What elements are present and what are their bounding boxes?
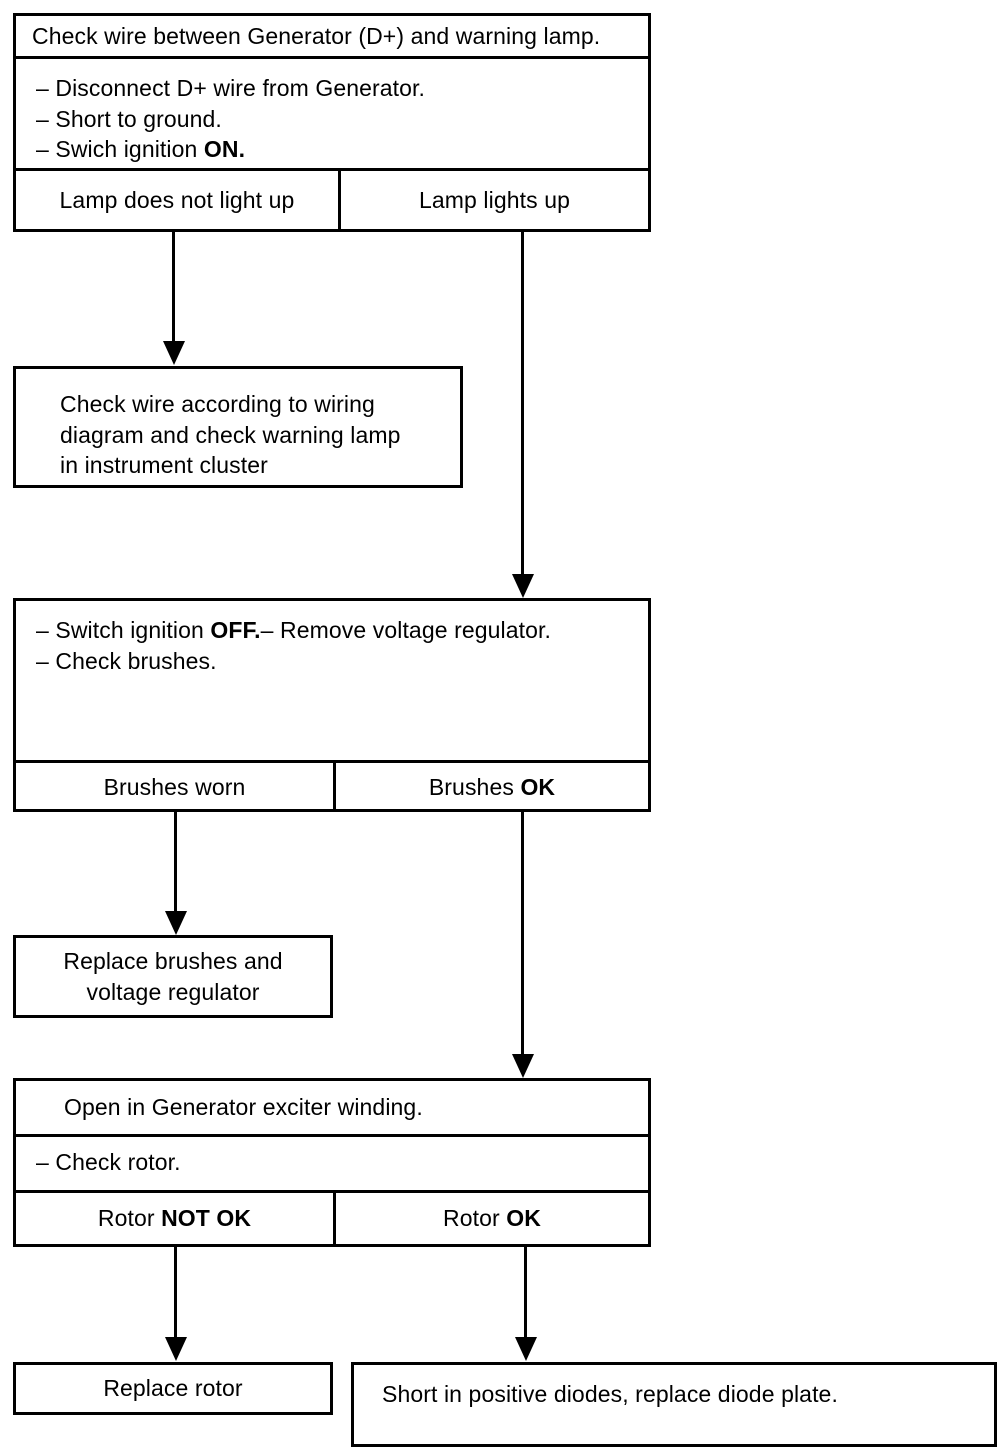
node-replace-rotor-body: Replace rotor [103, 1375, 243, 1402]
outcome-lamp-does-not-light-up[interactable]: Lamp does not light up [16, 171, 338, 229]
node-exciter-winding-outcome-row: Rotor NOT OK Rotor OK [16, 1190, 648, 1244]
node-replace-brushes-body: Replace brushes and voltage regulator [63, 947, 283, 1005]
node-check-wire-steps-row: – Disconnect D+ wire from Generator. – S… [16, 56, 648, 168]
connector-brushes-worn-line [174, 812, 177, 912]
outcome-brushes-ok-label-plain: Brushes [428, 774, 521, 801]
outcome-rotor-ok-label-bold: OK [506, 1205, 541, 1232]
connector-rotor-ok-line [524, 1247, 527, 1338]
node-check-brushes-outcome-row: Brushes worn Brushes OK [16, 760, 648, 812]
node-exciter-winding-header-row: Open in Generator exciter winding. [16, 1081, 648, 1134]
node-short-diodes: Short in positive diodes, replace diode … [351, 1362, 997, 1447]
outcome-rotor-not-ok-label-bold: NOT OK [161, 1205, 252, 1232]
connector-lamp-lights-arrowhead [512, 574, 534, 598]
outcome-lamp-lights-up[interactable]: Lamp lights up [338, 171, 648, 229]
connector-rotor-not-ok-line [174, 1247, 177, 1338]
outcome-lamp-does-not-light-up-label: Lamp does not light up [59, 186, 295, 213]
outcome-brushes-ok-label-bold: OK [520, 774, 556, 801]
node-check-wire-header-row: Check wire between Generator (D+) and wa… [16, 16, 648, 56]
node-exciter-winding-header: Open in Generator exciter winding. [64, 1094, 423, 1121]
outcome-brushes-worn[interactable]: Brushes worn [16, 763, 333, 812]
node-exciter-winding-steps: – Check rotor. [36, 1149, 181, 1175]
node-check-brushes-steps-row: – Switch ignition OFF.– Remove voltage r… [16, 601, 648, 760]
outcome-rotor-ok-label-plain: Rotor [443, 1205, 507, 1232]
outcome-brushes-ok-label: Brushes OK [429, 772, 555, 803]
connector-brushes-worn-arrowhead [165, 911, 187, 935]
outcome-brushes-ok[interactable]: Brushes OK [333, 763, 648, 812]
node-exciter-winding-steps-row: – Check rotor. [16, 1134, 648, 1190]
outcome-rotor-ok-label: Rotor OK [443, 1203, 541, 1234]
node-replace-brushes-body-row: Replace brushes and voltage regulator [16, 938, 330, 1015]
outcome-lamp-lights-up-label: Lamp lights up [419, 186, 570, 213]
outcome-rotor-not-ok-label: Rotor NOT OK [98, 1203, 251, 1234]
node-replace-brushes: Replace brushes and voltage regulator [13, 935, 333, 1018]
node-check-brushes-steps: – Switch ignition OFF.– Remove voltage r… [16, 601, 551, 676]
node-check-wiring-diagram-body-row: Check wire according to wiring diagram a… [16, 369, 460, 485]
node-short-diodes-body: Short in positive diodes, replace diode … [382, 1381, 838, 1407]
node-check-wire-steps-text: – Disconnect D+ wire from Generator. – S… [36, 75, 426, 163]
connector-rotor-ok-arrowhead [515, 1337, 537, 1361]
node-check-brushes-steps-emphasis: OFF. [210, 617, 261, 643]
node-check-brushes-steps-text: – Switch ignition [36, 617, 211, 643]
connector-brushes-ok-arrowhead [512, 1054, 534, 1078]
connector-brushes-ok-line [521, 812, 524, 1055]
node-check-wire-header: Check wire between Generator (D+) and wa… [32, 22, 601, 49]
node-check-wire: Check wire between Generator (D+) and wa… [13, 13, 651, 232]
node-check-brushes-steps-rest: – Remove voltage regulator. – Check brus… [36, 617, 551, 674]
node-check-wire-outcome-row: Lamp does not light up Lamp lights up [16, 168, 648, 229]
node-exciter-winding: Open in Generator exciter winding. – Che… [13, 1078, 651, 1247]
outcome-rotor-ok[interactable]: Rotor OK [333, 1193, 648, 1244]
node-check-wiring-diagram-body: Check wire according to wiring diagram a… [60, 391, 401, 479]
connector-rotor-not-ok-arrowhead [165, 1337, 187, 1361]
node-short-diodes-body-row: Short in positive diodes, replace diode … [354, 1365, 994, 1444]
outcome-rotor-not-ok[interactable]: Rotor NOT OK [16, 1193, 333, 1244]
connector-lamp-not-light-line [172, 232, 175, 342]
connector-lamp-lights-line [521, 232, 524, 575]
node-check-wire-steps-emphasis: ON. [203, 136, 246, 163]
outcome-rotor-not-ok-label-plain: Rotor [97, 1205, 162, 1232]
node-replace-rotor: Replace rotor [13, 1362, 333, 1415]
node-check-wiring-diagram: Check wire according to wiring diagram a… [13, 366, 463, 488]
node-check-wire-steps: – Disconnect D+ wire from Generator. – S… [16, 59, 425, 165]
outcome-brushes-worn-label: Brushes worn [103, 774, 246, 801]
node-check-brushes: – Switch ignition OFF.– Remove voltage r… [13, 598, 651, 812]
node-replace-rotor-body-row: Replace rotor [16, 1365, 330, 1412]
connector-lamp-not-light-arrowhead [163, 341, 185, 365]
